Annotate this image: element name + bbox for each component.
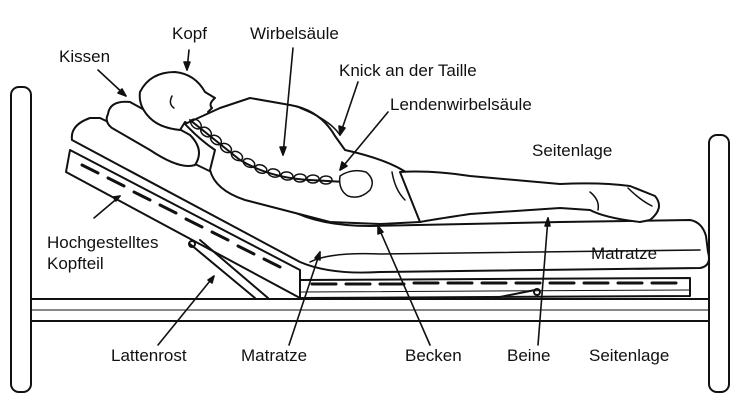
label-kissen: Kissen <box>59 47 111 66</box>
label-lendenwirbelsaeule: Lendenwirbelsäule <box>390 95 532 114</box>
label-hochgestelltes: Hochgestelltes <box>47 233 159 252</box>
label-seitenlage-bottom: Seitenlage <box>589 346 670 365</box>
legs-outline <box>399 170 660 223</box>
bed-post-left <box>10 86 32 393</box>
label-seitenlage-top: Seitenlage <box>532 141 613 160</box>
head-support-legs <box>188 239 541 299</box>
label-lattenrost: Lattenrost <box>111 346 187 365</box>
mattress-outline <box>70 117 710 274</box>
label-matratze-bottom: Matratze <box>241 346 308 365</box>
pillow <box>105 100 200 167</box>
label-becken: Becken <box>405 346 462 365</box>
bed-post-right <box>708 134 730 393</box>
raised-head-slats <box>65 149 301 299</box>
leader-lines <box>93 47 551 346</box>
label-kopf: Kopf <box>172 24 207 43</box>
slatted-base <box>299 277 691 299</box>
label-matratze-right: Matratze <box>591 244 658 263</box>
label-kopfteil: Kopfteil <box>47 254 104 273</box>
label-beine: Beine <box>507 346 551 365</box>
label-knick: Knick an der Taille <box>339 61 477 80</box>
label-wirbelsaeule: Wirbelsäule <box>250 24 339 43</box>
pelvis-bone <box>338 169 373 198</box>
spine-illustration <box>189 118 373 198</box>
